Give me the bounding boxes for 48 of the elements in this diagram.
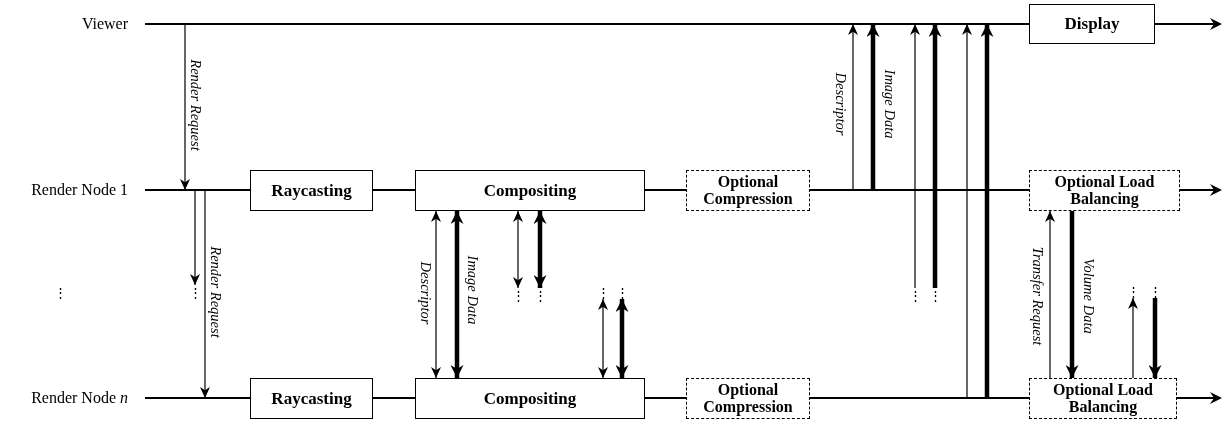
ellipsis: ⋮	[931, 288, 939, 302]
process-box: Raycasting	[250, 378, 373, 419]
arrow	[1045, 210, 1055, 379]
ellipsis: ⋮	[536, 288, 544, 302]
process-box: Compositing	[415, 378, 645, 419]
edge-label: Descriptor	[832, 71, 848, 137]
optional-step-box: Optional Compression	[686, 170, 810, 211]
arrow	[615, 299, 629, 378]
arrow	[928, 24, 942, 288]
ellipsis: ⋮	[618, 285, 626, 299]
process-box: Display	[1029, 4, 1155, 44]
arrow	[866, 24, 880, 190]
optional-step-box: Optional Load Balancing	[1029, 170, 1180, 211]
optional-step-box: Optional Compression	[686, 378, 810, 419]
arrow	[598, 298, 608, 379]
ellipsis: ⋮	[599, 285, 607, 299]
edge-label: Image Data	[464, 254, 480, 326]
arrow	[513, 210, 523, 289]
optional-step-box: Optional Load Balancing	[1029, 378, 1177, 419]
ellipsis: ⋮	[514, 288, 522, 302]
lane-label: Render Node 1	[31, 180, 128, 200]
ellipsis: ⋮	[1129, 284, 1137, 298]
arrow	[1128, 297, 1138, 379]
arrow	[962, 23, 972, 399]
arrow	[848, 23, 858, 191]
edge-label: Render Request	[207, 245, 223, 339]
ellipsis: ⋮	[911, 288, 919, 302]
arrow	[533, 211, 547, 288]
edge-label: Image Data	[881, 68, 897, 140]
arrow	[1148, 298, 1162, 378]
arrow	[180, 23, 190, 191]
process-box: Compositing	[415, 170, 645, 211]
ellipsis: ⋮	[191, 285, 199, 299]
lane-label: Viewer	[81, 14, 128, 34]
ellipsis: ⋮	[53, 285, 67, 299]
ellipsis: ⋮	[1151, 284, 1159, 298]
arrow	[190, 189, 200, 286]
arrow	[1065, 211, 1079, 378]
arrow	[200, 189, 210, 399]
edge-label: Descriptor	[417, 260, 433, 326]
arrow	[910, 23, 920, 289]
process-box: Raycasting	[250, 170, 373, 211]
arrow	[450, 211, 464, 378]
edge-label: Transfer Request	[1029, 245, 1045, 347]
arrow	[431, 210, 441, 379]
arrow	[980, 24, 994, 398]
edge-label: Render Request	[187, 58, 203, 152]
lane-label: Render Node n	[31, 388, 128, 408]
